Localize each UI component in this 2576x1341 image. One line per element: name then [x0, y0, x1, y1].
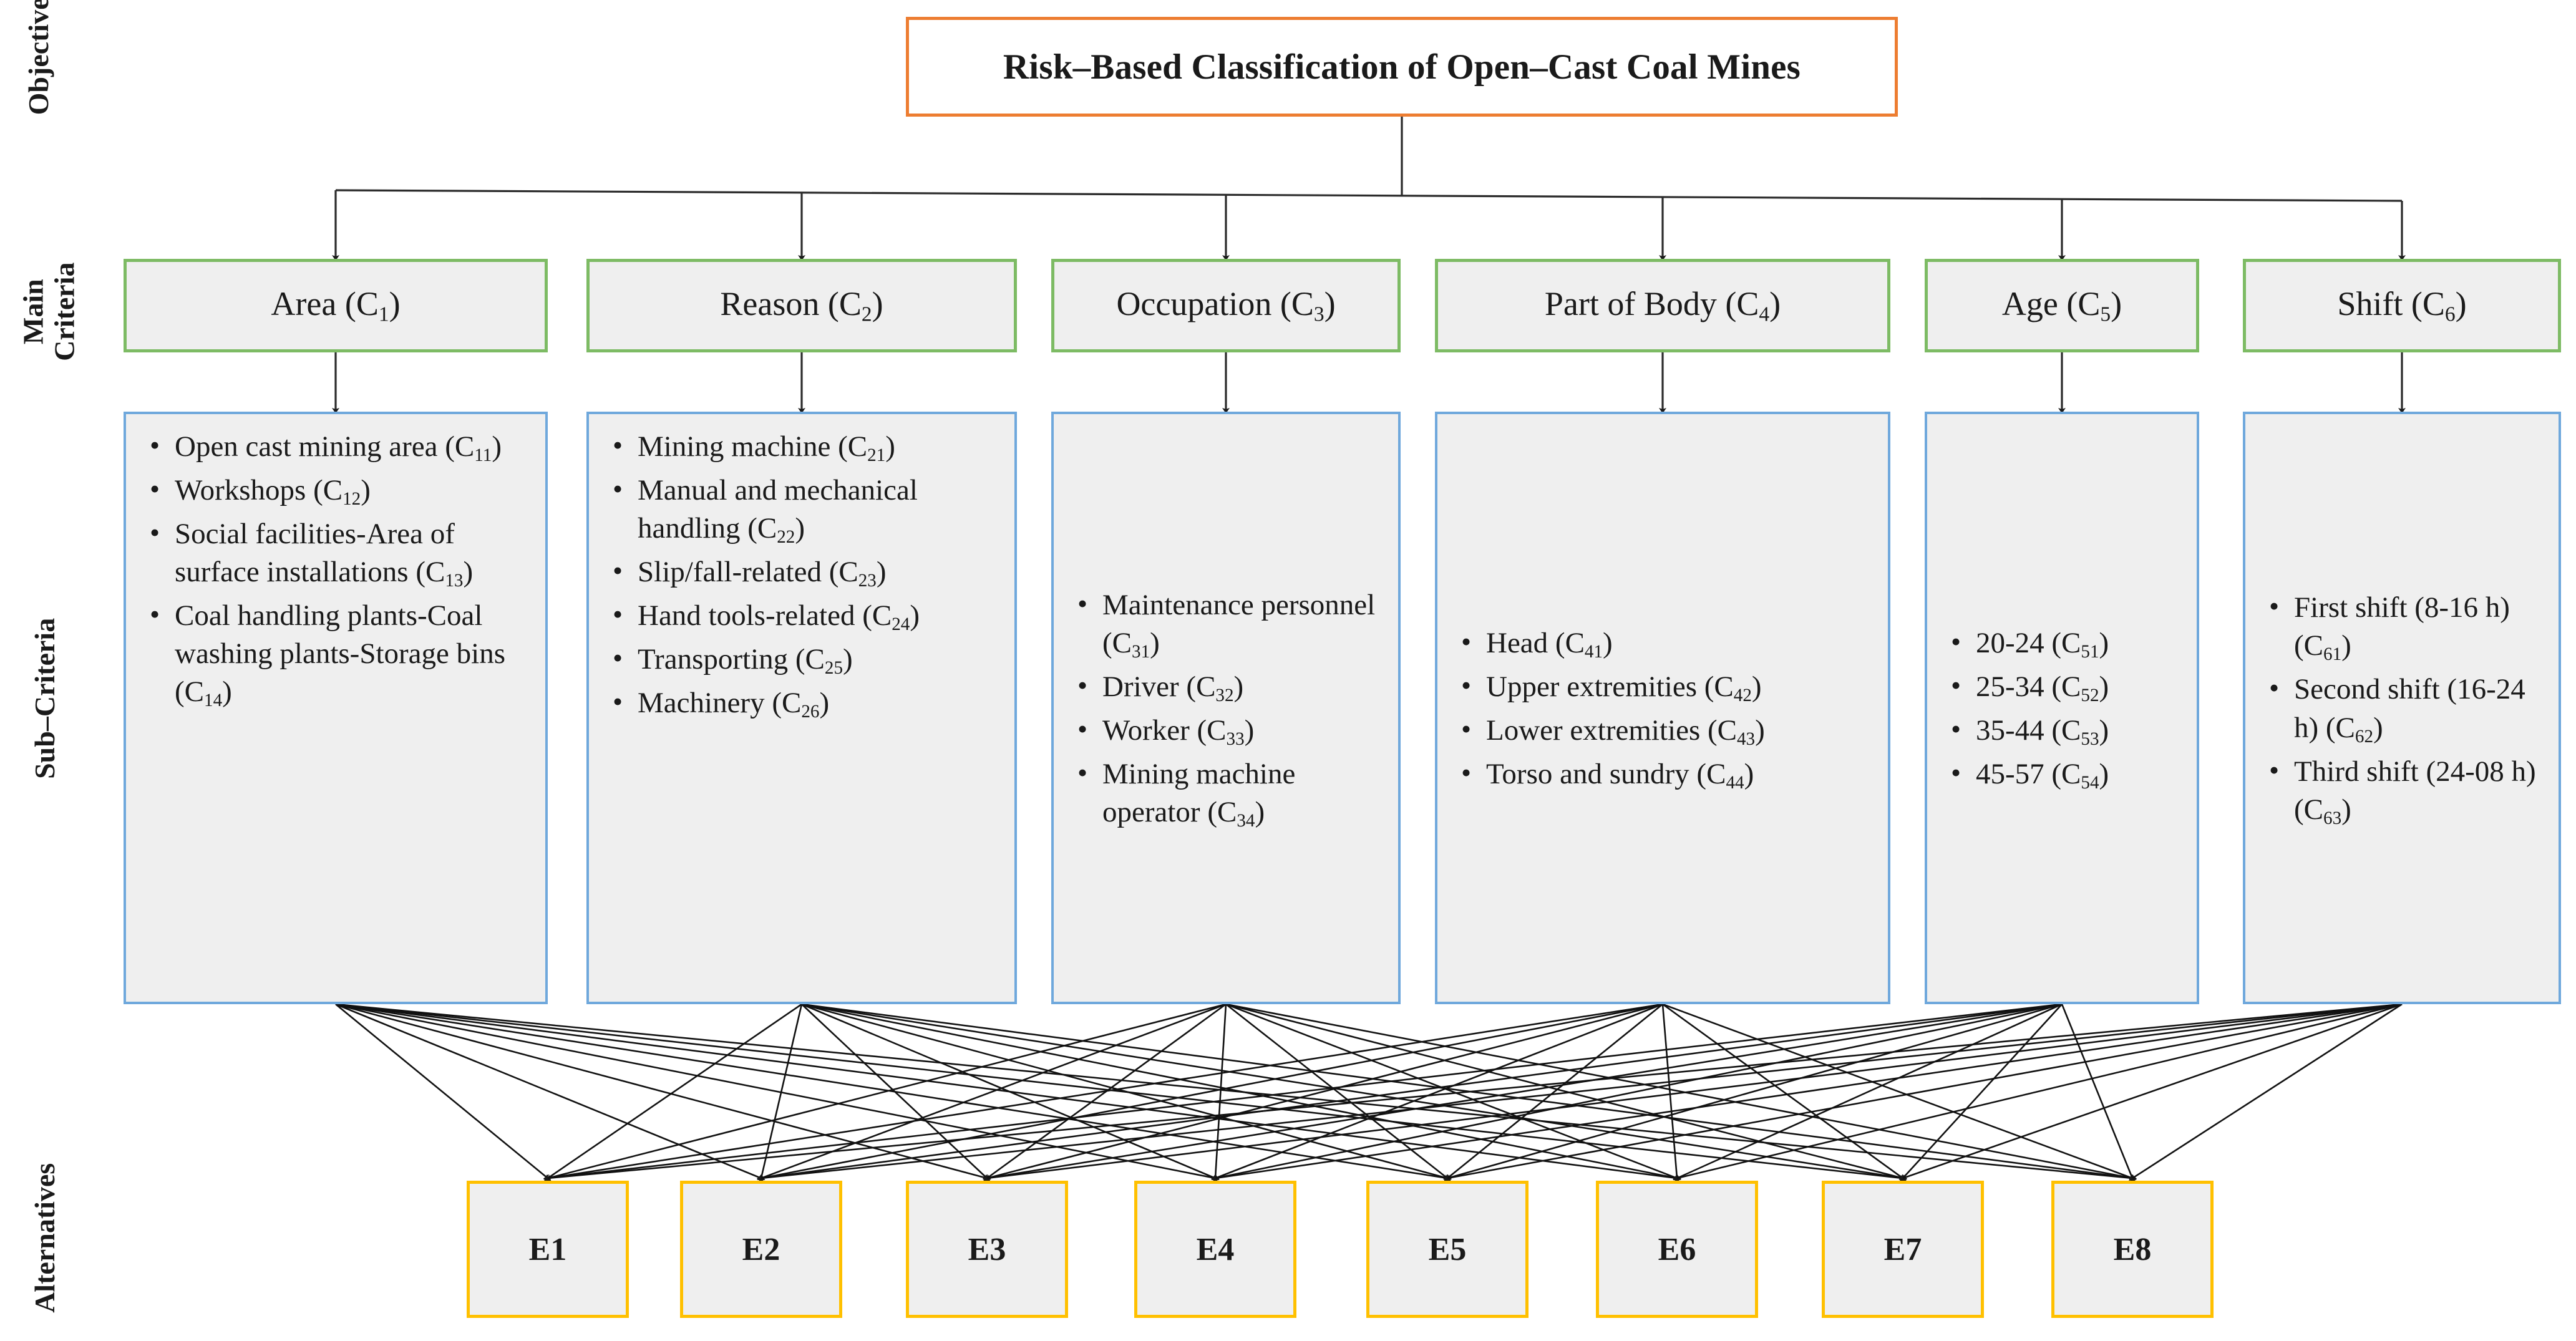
- sub-criteria-box-age[interactable]: 20-24 (C51)25-34 (C52)35-44 (C53)45-57 (…: [1925, 412, 2199, 1004]
- alternative-label: E2: [742, 1231, 780, 1267]
- sub-criteria-item[interactable]: Hand tools-related (C24): [608, 596, 1003, 637]
- main-criteria-label: Part of Body (C4): [1544, 285, 1781, 326]
- stage-label-main-criteria: Main Criteria: [17, 262, 80, 361]
- alternative-box-e3[interactable]: E3: [906, 1181, 1068, 1318]
- alternative-box-e7[interactable]: E7: [1822, 1181, 1984, 1318]
- stage-label-objective: Objective: [22, 0, 55, 115]
- alternative-label: E4: [1196, 1231, 1235, 1267]
- sub-criteria-box-part-of-body[interactable]: Head (C41)Upper extremities (C42)Lower e…: [1435, 412, 1890, 1004]
- sub-criteria-item[interactable]: Upper extremities (C42): [1456, 667, 1877, 708]
- sub-criteria-item[interactable]: Workshops (C12): [145, 470, 534, 511]
- alternative-box-e2[interactable]: E2: [680, 1181, 842, 1318]
- alternative-label: E1: [528, 1231, 567, 1267]
- sub-criteria-item[interactable]: Coal handling plants-Coal washing plants…: [145, 596, 534, 713]
- main-criteria-box-area[interactable]: Area (C1): [124, 259, 548, 352]
- sub-criteria-box-shift[interactable]: First shift (8-16 h) (C61)Second shift (…: [2243, 412, 2561, 1004]
- sub-criteria-item[interactable]: Social facilities-Area of surface instal…: [145, 514, 534, 593]
- sub-criteria-item[interactable]: 25-34 (C52): [1946, 667, 2185, 708]
- sub-criteria-list: Head (C41)Upper extremities (C42)Lower e…: [1456, 623, 1877, 799]
- sub-criteria-item[interactable]: Third shift (24-08 h) (C63): [2264, 752, 2547, 831]
- sub-criteria-box-area[interactable]: Open cast mining area (C11)Workshops (C1…: [124, 412, 548, 1004]
- sub-criteria-item[interactable]: 45-57 (C54): [1946, 754, 2185, 795]
- main-criteria-box-age[interactable]: Age (C5): [1925, 259, 2199, 352]
- alternative-label: E5: [1428, 1231, 1467, 1267]
- main-criteria-label: Shift (C6): [2337, 285, 2467, 326]
- main-criteria-box-occupation[interactable]: Occupation (C3): [1051, 259, 1401, 352]
- main-criteria-label: Reason (C2): [720, 285, 883, 326]
- sub-criteria-item[interactable]: Second shift (16-24 h) (C62): [2264, 669, 2547, 748]
- sub-criteria-list: Mining machine (C21)Manual and mechanica…: [608, 427, 1003, 728]
- sub-criteria-item[interactable]: Driver (C32): [1072, 667, 1387, 708]
- alternative-label: E8: [2113, 1231, 2152, 1267]
- sub-criteria-item[interactable]: 35-44 (C53): [1946, 710, 2185, 752]
- sub-criteria-box-reason[interactable]: Mining machine (C21)Manual and mechanica…: [586, 412, 1017, 1004]
- sub-criteria-list: First shift (8-16 h) (C61)Second shift (…: [2264, 588, 2547, 834]
- alternative-label: E7: [1883, 1231, 1922, 1267]
- main-criteria-box-reason[interactable]: Reason (C2): [586, 259, 1017, 352]
- sub-criteria-item[interactable]: Lower extremities (C43): [1456, 710, 1877, 752]
- sub-criteria-item[interactable]: Worker (C33): [1072, 710, 1387, 752]
- sub-criteria-item[interactable]: 20-24 (C51): [1946, 623, 2185, 664]
- alternative-box-e4[interactable]: E4: [1134, 1181, 1296, 1318]
- sub-criteria-item[interactable]: Torso and sundry (C44): [1456, 754, 1877, 795]
- main-criteria-label: Occupation (C3): [1116, 285, 1336, 326]
- sub-criteria-item[interactable]: Transporting (C25): [608, 639, 1003, 680]
- main-criteria-box-part-of-body[interactable]: Part of Body (C4): [1435, 259, 1890, 352]
- sub-criteria-item[interactable]: Slip/fall-related (C23): [608, 552, 1003, 593]
- sub-criteria-list: Maintenance personnel (C31)Driver (C32)W…: [1072, 585, 1387, 837]
- sub-criteria-item[interactable]: Machinery (C26): [608, 683, 1003, 724]
- alternative-label: E3: [968, 1231, 1006, 1267]
- stage-label-alternatives: Alternatives: [29, 1163, 61, 1313]
- main-criteria-label: Age (C5): [2001, 285, 2122, 326]
- sub-criteria-item[interactable]: Mining machine (C21): [608, 427, 1003, 468]
- alternative-label: E6: [1658, 1231, 1696, 1267]
- objective-title: Risk–Based Classification of Open–Cast C…: [1003, 47, 1801, 87]
- sub-criteria-item[interactable]: Maintenance personnel (C31): [1072, 585, 1387, 664]
- alternative-box-e5[interactable]: E5: [1366, 1181, 1529, 1318]
- alternative-box-e6[interactable]: E6: [1596, 1181, 1758, 1318]
- sub-criteria-item[interactable]: Mining machine operator (C34): [1072, 754, 1387, 833]
- sub-criteria-item[interactable]: Open cast mining area (C11): [145, 427, 534, 468]
- sub-criteria-item[interactable]: First shift (8-16 h) (C61): [2264, 588, 2547, 667]
- main-criteria-box-shift[interactable]: Shift (C6): [2243, 259, 2561, 352]
- sub-criteria-list: 20-24 (C51)25-34 (C52)35-44 (C53)45-57 (…: [1946, 623, 2185, 799]
- alternative-box-e1[interactable]: E1: [467, 1181, 629, 1318]
- sub-criteria-box-occupation[interactable]: Maintenance personnel (C31)Driver (C32)W…: [1051, 412, 1401, 1004]
- stage-label-sub-criteria: Sub–Criteria: [29, 617, 61, 779]
- main-criteria-label: Area (C1): [271, 285, 401, 326]
- alternative-box-e8[interactable]: E8: [2051, 1181, 2214, 1318]
- sub-criteria-list: Open cast mining area (C11)Workshops (C1…: [145, 427, 534, 717]
- objective-box[interactable]: Risk–Based Classification of Open–Cast C…: [906, 17, 1898, 117]
- sub-criteria-item[interactable]: Head (C41): [1456, 623, 1877, 664]
- sub-criteria-item[interactable]: Manual and mechanical handling (C22): [608, 470, 1003, 549]
